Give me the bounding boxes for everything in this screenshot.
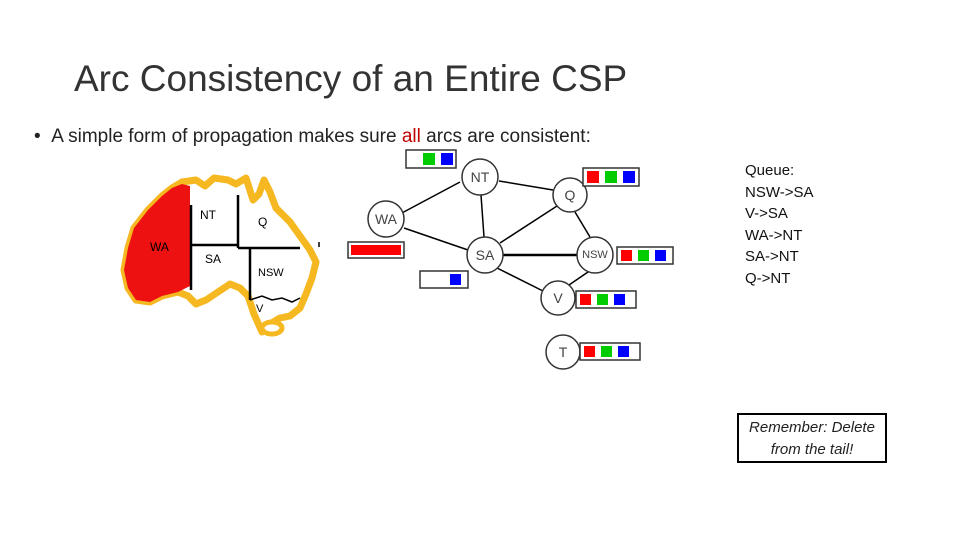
map-label-nt: NT <box>200 208 217 222</box>
queue-panel: Queue: NSW->SA V->SA WA->NT SA->NT Q->NT <box>745 160 814 289</box>
domain-value-red <box>584 346 595 357</box>
wa-region <box>124 184 190 302</box>
queue-item: SA->NT <box>745 248 799 265</box>
node-label-wa: WA <box>375 211 398 227</box>
reminder-note: Remember: Delete from the tail! <box>737 413 887 463</box>
domain-value-blue <box>623 171 635 183</box>
domain-value-green <box>601 346 612 357</box>
map-label-q: Q <box>258 215 267 229</box>
state-borders <box>189 195 301 303</box>
node-nsw <box>576 236 614 274</box>
node-label-q: Q <box>565 187 576 203</box>
edge-wa-nt <box>399 181 461 215</box>
graph-edges <box>399 180 591 293</box>
map-label-wa: WA <box>150 240 169 254</box>
node-label-v: V <box>553 290 563 306</box>
domain-value-blue <box>618 346 629 357</box>
graph-nodes <box>367 158 614 370</box>
domain-value-red <box>587 171 599 183</box>
bullet-text-before: A simple form of propagation makes sure <box>51 126 402 147</box>
queue-item: V->SA <box>745 205 788 222</box>
queue-item: WA->NT <box>745 226 803 244</box>
domain-value-green <box>638 250 649 261</box>
bullet-text-after: arcs are consistent: <box>420 126 591 147</box>
domain-value-red <box>351 245 401 255</box>
edge-wa-sa <box>403 227 469 251</box>
domain-value-blue <box>450 274 461 285</box>
domain-box-q <box>582 167 640 187</box>
tasmania-region <box>259 319 285 337</box>
node-sa <box>466 236 504 274</box>
edge-nt-sa <box>480 194 485 238</box>
node-nt <box>461 158 499 196</box>
node-v <box>540 280 576 316</box>
map-label-v: V <box>256 303 264 315</box>
edge-sa-q <box>499 205 558 244</box>
domain-value-red <box>580 294 591 305</box>
domain-box-nt <box>405 149 457 169</box>
domain-value-blue <box>655 250 666 261</box>
domain-box-sa <box>419 270 469 289</box>
node-labels: NT Q WA SA NSW V T <box>375 169 608 360</box>
bullet-marker: • <box>34 126 41 147</box>
node-label-nsw: NSW <box>582 249 608 261</box>
domain-box-v <box>575 290 637 309</box>
bullet-point: • A simple form of propagation makes sur… <box>34 126 591 148</box>
domain-value-green <box>423 153 435 165</box>
domain-boxes <box>347 149 674 361</box>
reminder-line-2: from the tail! <box>770 441 854 458</box>
slide-title: Arc Consistency of an Entire CSP <box>74 58 628 99</box>
node-wa <box>367 200 405 238</box>
domain-value-blue <box>441 153 453 165</box>
map-label-sa: SA <box>205 252 221 266</box>
edge-nsw-v <box>568 271 589 286</box>
domain-box-wa <box>347 241 405 259</box>
edge-q-nsw <box>574 211 591 238</box>
domain-value-blue <box>614 294 625 305</box>
domain-box-t <box>579 342 641 361</box>
australia-map: NT Q WA SA NSW V <box>120 174 320 337</box>
node-label-nt: NT <box>471 169 490 185</box>
queue-heading: Queue: <box>745 162 795 179</box>
node-label-t: T <box>559 344 568 360</box>
domain-value-red <box>621 250 632 261</box>
edge-nt-q <box>498 180 554 191</box>
queue-item: NSW->SA <box>745 183 814 201</box>
node-label-sa: SA <box>476 247 495 263</box>
node-q <box>552 177 588 213</box>
queue-item: Q->NT <box>745 269 791 287</box>
domain-box-nsw <box>616 246 674 265</box>
domain-empty-slot <box>436 274 447 285</box>
reminder-line-1: Remember: Delete <box>749 419 875 436</box>
domain-value-green <box>597 294 608 305</box>
domain-value-green <box>605 171 617 183</box>
map-label-nsw: NSW <box>258 267 284 279</box>
bullet-highlight: all <box>401 126 421 147</box>
edge-sa-v <box>496 267 546 293</box>
